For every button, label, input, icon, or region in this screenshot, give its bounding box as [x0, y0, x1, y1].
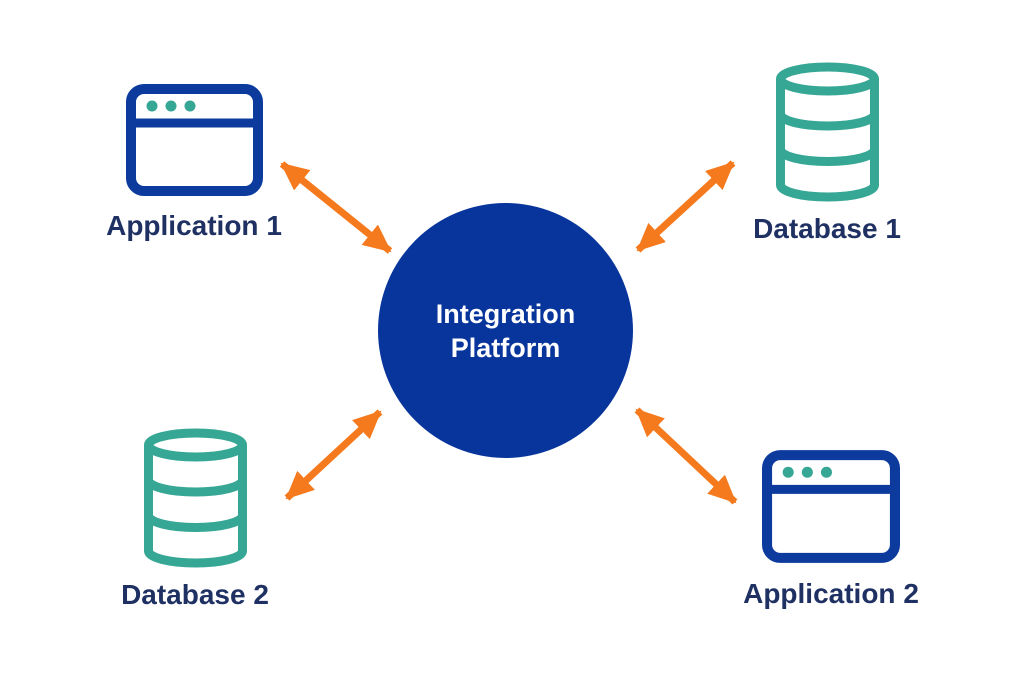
- hub-label-line1: Integration: [435, 298, 576, 329]
- node-database-1: Database 1: [717, 62, 937, 245]
- hub-label-line2: Platform: [450, 332, 561, 363]
- arrow-hub-application-1: [279, 161, 393, 254]
- integration-platform-hub: Integration Platform: [378, 203, 633, 458]
- node-label-application-2: Application 2: [743, 578, 919, 609]
- browser-window-icon: [125, 84, 263, 196]
- node-label-application-1: Application 1: [106, 210, 282, 241]
- node-database-2: Database 2: [85, 428, 305, 611]
- node-application-2: Application 2: [731, 450, 931, 610]
- browser-window-icon: [762, 450, 900, 563]
- database-icon: [143, 428, 247, 568]
- node-label-database-2: Database 2: [121, 579, 269, 610]
- node-application-1: Application 1: [94, 84, 294, 242]
- node-label-database-1: Database 1: [753, 213, 901, 244]
- arrow-hub-application-2: [634, 407, 738, 505]
- database-icon: [775, 62, 879, 202]
